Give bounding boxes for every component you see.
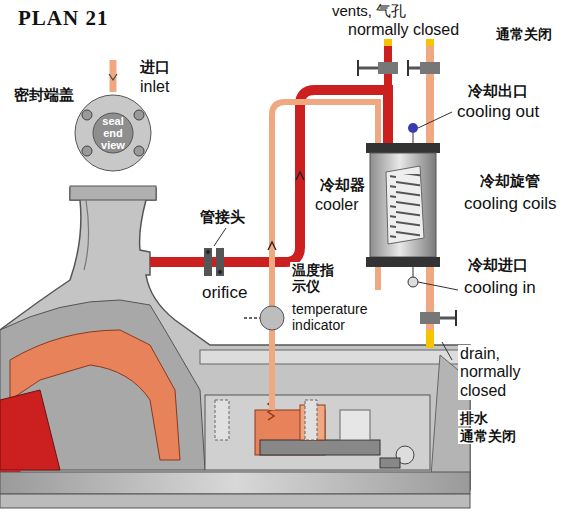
part-label: normally closed: [346, 21, 461, 39]
part-label: cooling coils: [462, 194, 559, 214]
part-label: 密封端盖: [12, 86, 76, 103]
part-label: 进口: [138, 58, 172, 75]
part-label: cooling out: [455, 102, 541, 122]
part-label: inlet: [138, 78, 171, 96]
part-label: vents, 气孔: [330, 2, 408, 19]
part-label: 管接头: [198, 208, 247, 225]
part-label: orifice: [200, 283, 249, 303]
part-label: 冷却旋管: [478, 172, 542, 189]
part-label: 通常关闭: [458, 428, 518, 444]
part-label: temperature indicator: [290, 301, 380, 333]
part-label: 温度指示仪: [290, 262, 340, 294]
node-label: seal end view: [91, 115, 135, 151]
part-label: 冷却器: [318, 176, 367, 193]
part-label: cooler: [313, 196, 361, 214]
part-label: drain, normally closed: [458, 345, 552, 400]
seal-end-view: seal end view: [73, 93, 153, 173]
part-label: 通常关闭: [494, 26, 554, 42]
part-label: 冷却出口: [466, 82, 530, 99]
part-label: 冷却进口: [466, 256, 530, 273]
part-label: cooling in: [462, 278, 538, 298]
diagram-title: PLAN 21: [18, 6, 108, 30]
part-label: 排水: [458, 410, 490, 426]
